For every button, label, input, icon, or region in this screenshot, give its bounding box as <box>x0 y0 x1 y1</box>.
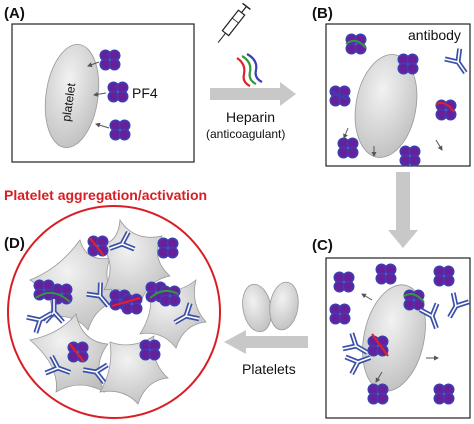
step-arrow-a-to-b <box>210 82 296 106</box>
binding-arrow <box>93 91 107 97</box>
pf4-label: PF4 <box>132 85 158 101</box>
platelet-icon <box>44 43 100 149</box>
heparin-chain-icon <box>111 296 141 308</box>
syringe-icon <box>217 2 251 43</box>
binding-arrow <box>375 371 383 383</box>
platelets-label: Platelets <box>242 361 296 377</box>
platelet-icon <box>354 54 418 158</box>
heparin-label: Heparin <box>226 109 275 125</box>
panel-label-a: (A) <box>4 5 25 22</box>
step-arrow-c-to-d <box>224 330 308 354</box>
panel-label-c: (C) <box>312 237 333 254</box>
platelet-icon <box>269 281 299 331</box>
heparin-chain-icon <box>69 343 85 363</box>
heparin-chain-icon <box>35 291 71 303</box>
binding-arrow <box>361 293 373 301</box>
panel-label-b: (B) <box>312 5 333 22</box>
heparin-chain-icon <box>435 102 455 113</box>
panel-label-d: (D) <box>4 235 25 252</box>
heparin-chain-icon <box>345 39 367 49</box>
heparin-chain-icon <box>89 237 105 257</box>
antibody-label: antibody <box>408 27 461 43</box>
anticoagulant-label: (anticoagulant) <box>206 127 285 141</box>
heparin-chain-icon <box>403 293 425 303</box>
platelet-label: platelet <box>59 81 78 122</box>
release-arrow <box>343 127 349 139</box>
heparin-chain-icon <box>236 53 263 87</box>
heparin-chain-icon <box>329 89 349 101</box>
binding-arrow <box>95 122 110 129</box>
release-arrow <box>435 139 443 151</box>
step-arrow-b-to-c <box>388 172 418 248</box>
heparin-chain-icon <box>149 289 179 299</box>
binding-arrow <box>87 61 100 67</box>
heparin-chain-icon <box>371 333 389 357</box>
aggregation-title: Platelet aggregation/activation <box>4 187 207 203</box>
